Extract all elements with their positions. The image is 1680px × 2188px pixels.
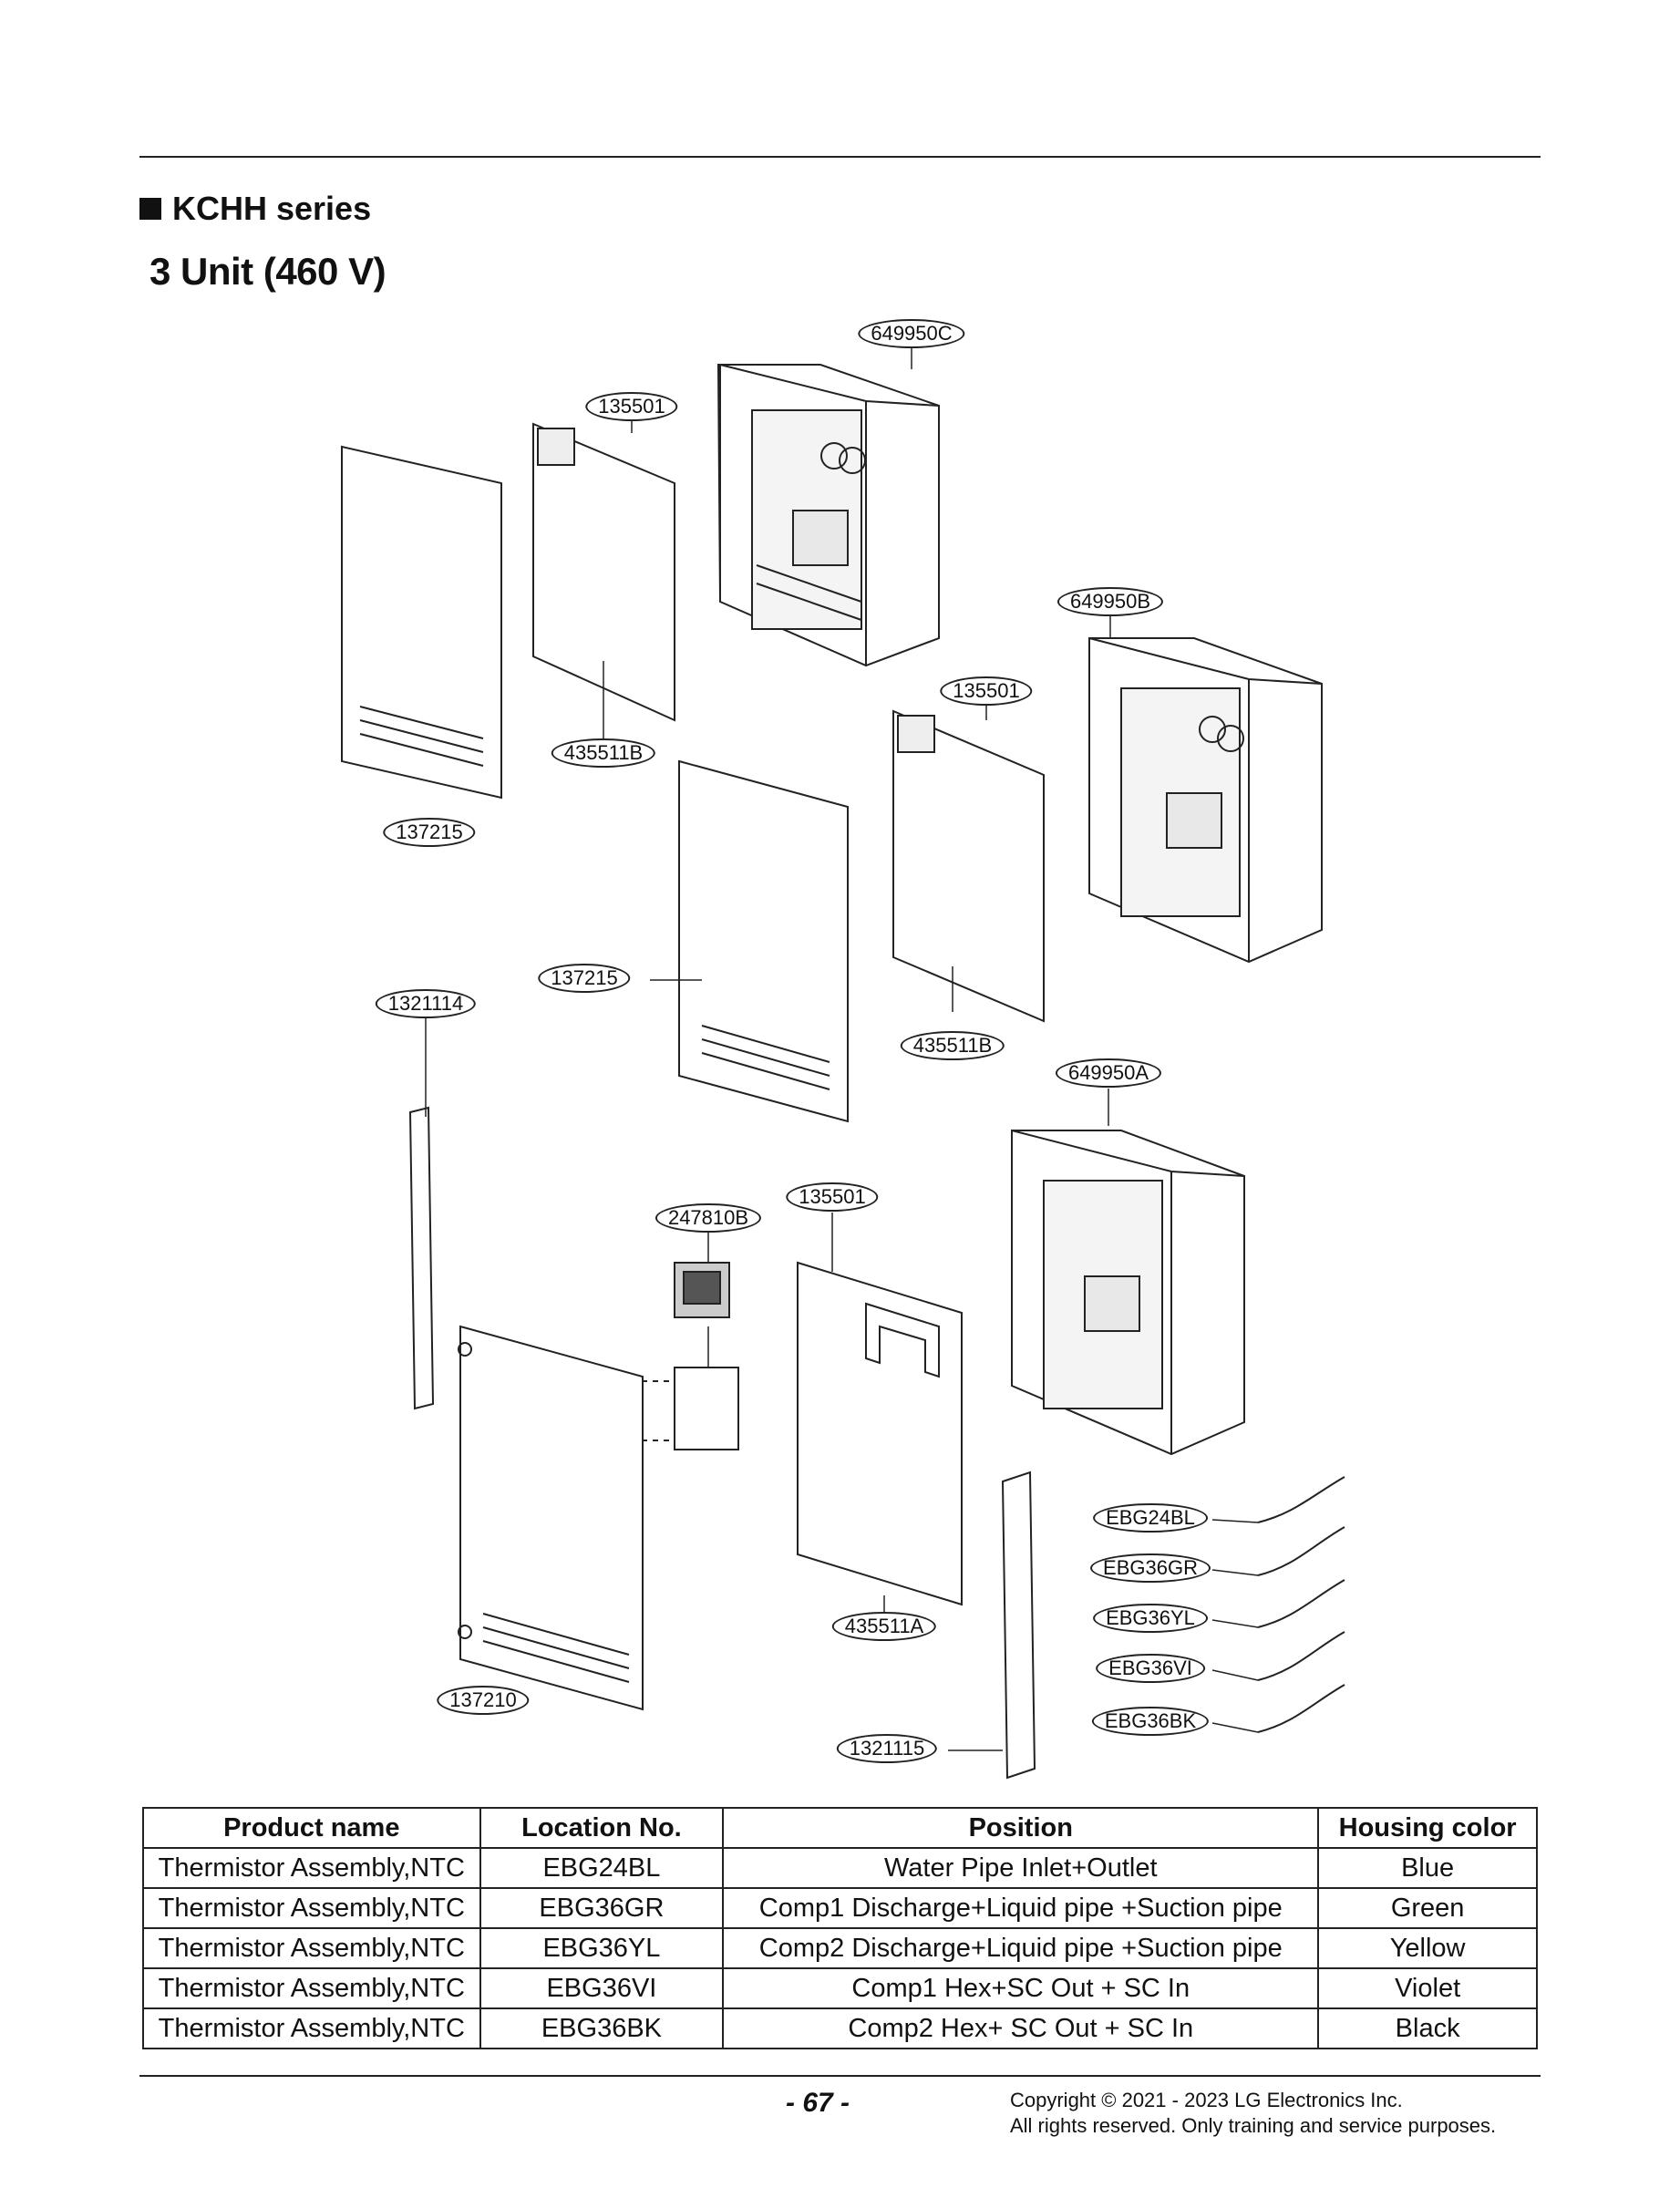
section-heading: KCHH series [139,190,371,228]
panel-435511B-top [532,422,675,722]
callout-EBG36YL: EBG36YL [1093,1604,1208,1633]
callout-137215-left: 137215 [383,818,476,847]
table-row: Thermistor Assembly,NTC EBG36VI Comp1 He… [142,1967,1538,2009]
thermistor-harnesses [1257,1476,1345,1733]
door-137210 [458,1325,644,1711]
cell-housing-color: Black [1317,2007,1538,2049]
callout-135501-top: 135501 [585,392,678,421]
unit-subtitle: 3 Unit (460 V) [149,250,387,293]
section-title: KCHH series [172,190,372,227]
cell-housing-color: Green [1317,1887,1538,1929]
cell-position: Comp2 Hex+ SC Out + SC In [722,2007,1320,2049]
table-row: Thermistor Assembly,NTC EBG24BL Water Pi… [142,1847,1538,1889]
top-rule [139,156,1541,158]
cell-product-name: Thermistor Assembly,NTC [142,1887,481,1929]
exploded-view-diagram: 649950C 135501 649950B 135501 435511B 13… [0,301,1680,1796]
bottom-rule [139,2075,1541,2077]
copyright-line-1: Copyright © 2021 - 2023 LG Electronics I… [1010,2089,1403,2111]
table-header-row: Product name Location No. Position Housi… [142,1807,1538,1849]
cell-location-no: EBG36YL [479,1927,725,1969]
cell-product-name: Thermistor Assembly,NTC [142,1847,481,1889]
callout-435511A: 435511A [831,1612,937,1641]
cell-position: Comp1 Hex+SC Out + SC In [722,1967,1320,2009]
callout-649950B: 649950B [1056,587,1164,616]
cell-location-no: EBG36VI [479,1967,725,2009]
cell-product-name: Thermistor Assembly,NTC [142,2007,481,2049]
header-housing-color: Housing color [1317,1807,1538,1849]
callout-649950C: 649950C [858,319,965,348]
callout-EBG36BK: EBG36BK [1091,1707,1210,1736]
table-row: Thermistor Assembly,NTC EBG36BK Comp2 He… [142,2007,1538,2049]
cell-position: Comp1 Discharge+Liquid pipe +Suction pip… [722,1887,1320,1929]
panel-435511B-middle [892,709,1045,1023]
page-number: - 67 - [786,2088,850,2118]
front-panel-137215-middle [678,759,849,1123]
front-panel-137215-left [341,445,502,800]
table-row: Thermistor Assembly,NTC EBG36GR Comp1 Di… [142,1887,1538,1929]
callout-1321114: 1321114 [375,989,477,1018]
cell-housing-color: Yellow [1317,1927,1538,1969]
callout-EBG36VI: EBG36VI [1096,1654,1205,1683]
cell-product-name: Thermistor Assembly,NTC [142,1927,481,1969]
cabinet-649950C [716,364,940,667]
callout-435511B-top: 435511B [551,738,656,768]
callout-649950A: 649950A [1055,1058,1162,1088]
copyright-notice: Copyright © 2021 - 2023 LG Electronics I… [1010,2088,1496,2139]
callout-135501-bottom: 135501 [786,1182,879,1212]
callout-EBG24BL: EBG24BL [1093,1503,1208,1533]
callout-135501-middle: 135501 [940,676,1033,706]
callout-1321115: 1321115 [836,1734,938,1763]
table-row: Thermistor Assembly,NTC EBG36YL Comp2 Di… [142,1927,1538,1969]
panel-435511A [797,1261,963,1606]
cell-position: Comp2 Discharge+Liquid pipe +Suction pip… [722,1927,1320,1969]
side-rail-1321115 [1001,1471,1036,1780]
cell-housing-color: Violet [1317,1967,1538,2009]
exploded-view-drawing [341,335,1345,1780]
display-247810B [620,1262,739,1450]
header-location-no: Location No. [479,1807,725,1849]
header-position: Position [722,1807,1320,1849]
side-rail-1321114 [408,1106,435,1410]
copyright-line-2: All rights reserved. Only training and s… [1010,2114,1497,2137]
cell-housing-color: Blue [1317,1847,1538,1889]
header-product-name: Product name [142,1807,481,1849]
callout-EBG36GR: EBG36GR [1090,1553,1211,1583]
cell-product-name: Thermistor Assembly,NTC [142,1967,481,2009]
cabinet-649950B [1088,637,1323,964]
cell-location-no: EBG36GR [479,1887,725,1929]
callout-435511B-middle: 435511B [900,1031,1005,1060]
callout-137210: 137210 [437,1686,530,1715]
callout-137215-middle: 137215 [538,964,631,993]
callout-247810B: 247810B [654,1203,762,1233]
cell-location-no: EBG36BK [479,2007,725,2049]
cell-location-no: EBG24BL [479,1847,725,1889]
cabinet-649950A [1011,1130,1245,1456]
square-bullet-icon [139,198,161,220]
cell-position: Water Pipe Inlet+Outlet [722,1847,1320,1889]
thermistor-parts-table: Product name Location No. Position Housi… [142,1807,1538,2049]
